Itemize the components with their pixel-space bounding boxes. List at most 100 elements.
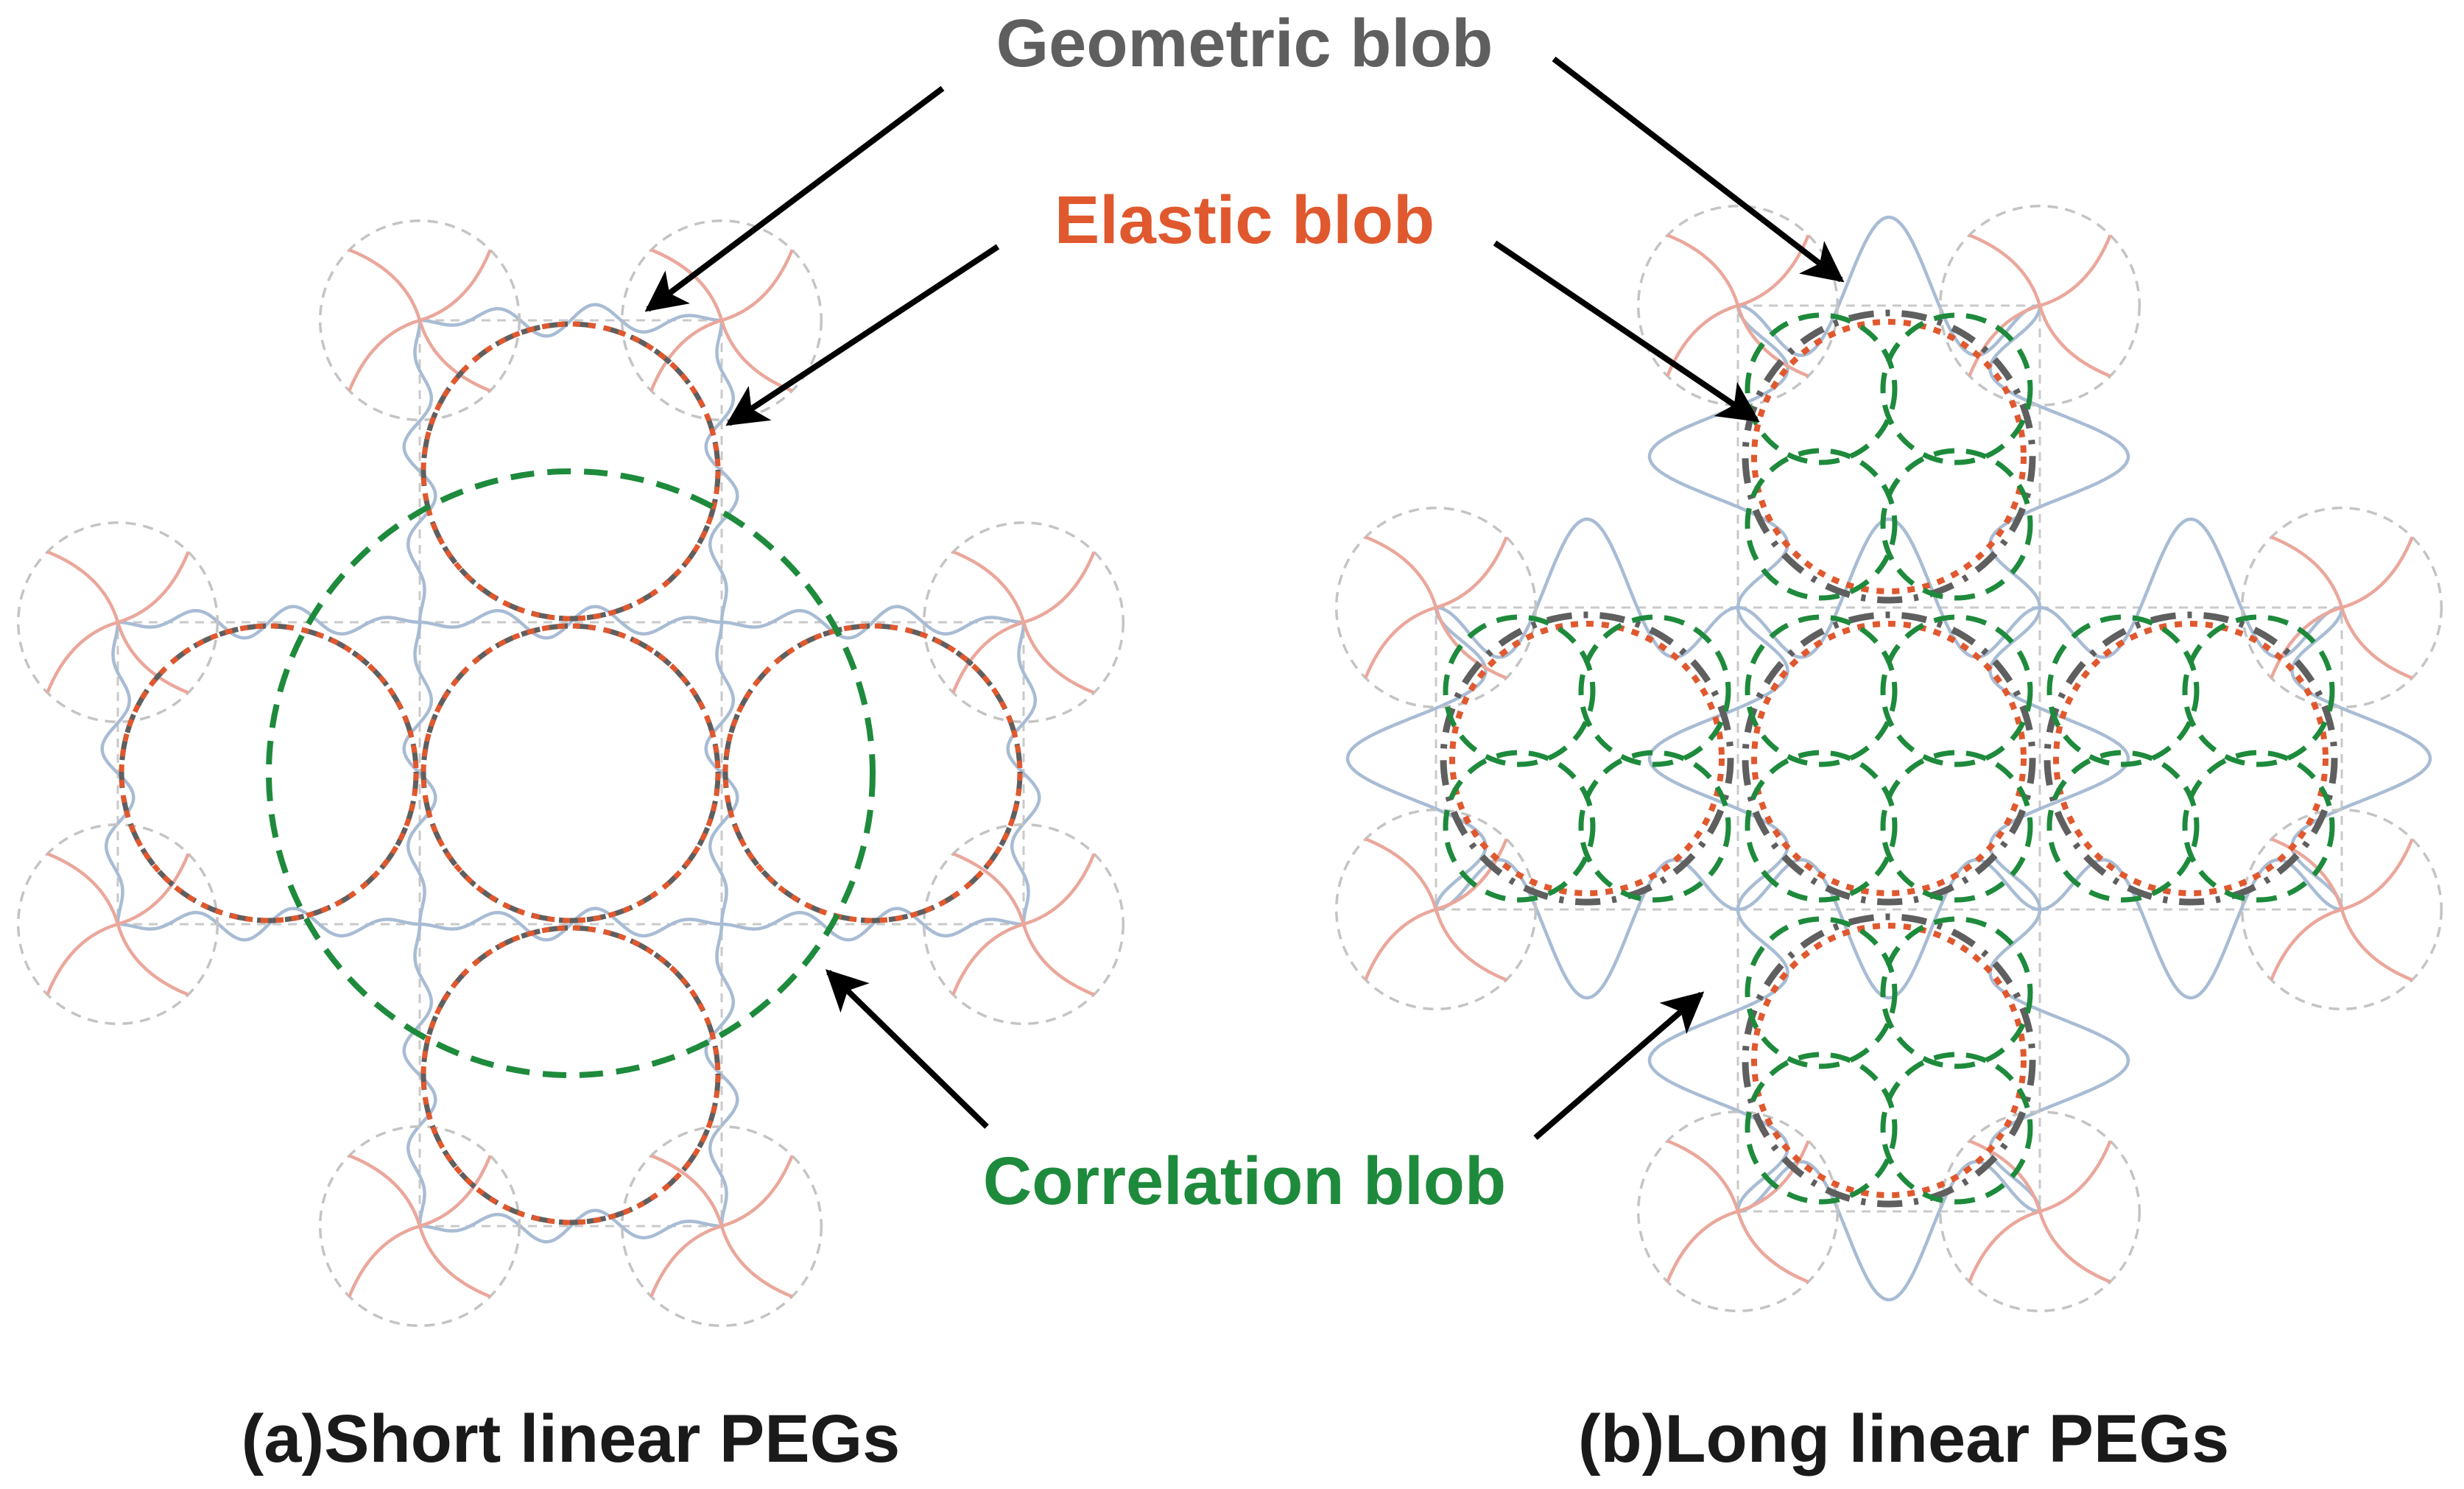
arrow-elastic-b [1493,240,1760,423]
lattice-cell [1736,304,2041,609]
crosslinker-arm [1434,909,1507,982]
crosslinker-arm [951,620,1024,694]
correlation-blob [266,468,876,1078]
caption-long-peg: (b)Long linear PEGs [1578,1401,2229,1476]
geometric-blob-label: Geometric blob [996,6,1493,81]
correlation-blob [1745,448,1898,601]
correlation-blob [2182,614,2335,767]
crosslinker-outline [620,219,823,422]
crosslinker-arm [1365,535,1438,608]
correlation-blob [1880,750,2033,903]
crosslinker-arm [650,248,724,321]
panel-short-peg [16,219,1125,1328]
elastic-blob [420,623,721,923]
correlation-blob [1880,312,2033,465]
crosslinker-arm [1434,607,1507,680]
correlation-blob [1880,1052,2033,1205]
peg-chain [402,320,437,622]
peg-chain [704,622,739,924]
correlation-blob [1745,614,1898,767]
geometric-blob [1742,309,2036,604]
crosslinker-arm [721,1155,794,1228]
crosslinker-arm [2340,607,2413,680]
crosslinker-outline [1334,808,1538,1011]
crosslinker-arm [1021,622,1095,694]
crosslinker-arm [46,922,119,996]
crosslinker-arm [1435,536,1508,610]
crosslinker-arm [951,922,1024,996]
crosslinker-arm [1968,1139,2042,1212]
peg-chain [420,907,722,942]
peg-chain [1006,622,1041,924]
peg-chain [402,924,437,1226]
peg-chain [420,303,722,338]
crosslinker-arm [1666,1139,1740,1212]
elastic-blob [722,623,1023,923]
peg-chain [2039,858,2342,1000]
arrow-elastic-a [725,244,1000,426]
lattice-cell [1736,606,2041,911]
elastic-blob [2053,621,2329,896]
crosslinker-arm [2039,1140,2112,1214]
crosslinker-arm [1736,305,1809,378]
crosslinker-arm [1364,907,1437,981]
crosslinker-arm [1364,605,1437,679]
peg-chain [1435,517,1739,659]
lattice-cell [2038,606,2343,911]
crosslinker-arm [2341,838,2414,912]
crosslinker-arm [348,318,420,392]
annotation-arrows [644,56,1845,1141]
crosslinker-arm [650,1154,724,1227]
elastic-blob [1449,621,1725,896]
crosslinker-outline [2240,506,2443,709]
peg-chain [722,907,1024,942]
crosslinker-arm [1021,923,1095,996]
correlation-blob [1443,614,1596,767]
crosslinker-outline [318,1124,521,1328]
arrow-correlation-b [1533,991,1705,1141]
crosslinker-arm [117,551,190,624]
crosslinker-arm [2038,305,2111,378]
geometric-blob [1742,913,2036,1208]
geometric-blob [1440,611,1734,906]
correlation-blob [1880,916,2033,1069]
crosslinker-arm [1737,1140,1810,1214]
crosslinker-arm [2270,535,2344,608]
elastic-blob-label: Elastic blob [1055,183,1435,258]
crosslinker-arm [419,1155,492,1228]
crosslinker-outline [2240,808,2443,1011]
peg-chain [420,1208,722,1244]
crosslinker-arm [348,248,422,321]
peg-chain [118,605,420,640]
crosslinker-arm [1023,853,1096,926]
peg-chain [704,924,739,1226]
crosslinker-arm [1365,837,1438,910]
crosslinker-outline [318,219,521,422]
crosslinker-arm [650,1224,722,1298]
crosslinker-outline [922,823,1125,1026]
geometric-blob [1742,611,2036,906]
arrow-geometric-a [644,85,945,312]
crosslinker-arm [46,550,120,623]
crosslinker-arm [46,852,120,925]
correlation-blob [1880,614,2033,767]
peg-chain [704,320,739,622]
crosslinker-arm [2038,1211,2111,1284]
elastic-blob [1751,319,2027,594]
crosslinker-arm [719,1225,793,1298]
crosslinker-arm [2270,837,2344,910]
crosslinker-outline [1636,204,1840,407]
crosslinker-arm [2340,909,2413,982]
crosslinker-arm [1968,233,2042,306]
crosslinker-arm [418,1225,491,1298]
crosslinker-arm [117,853,190,926]
crosslinker-arm [348,1224,420,1298]
peg-chain [402,622,437,924]
crosslinker-arm [116,622,189,694]
crosslinker-outline [1938,204,2141,407]
crosslinker-arm [1435,838,1508,912]
crosslinker-outline [1334,506,1538,709]
crosslinker-arm [719,320,793,393]
correlation-blob [2046,614,2200,767]
arrow-geometric-b [1552,56,1845,283]
